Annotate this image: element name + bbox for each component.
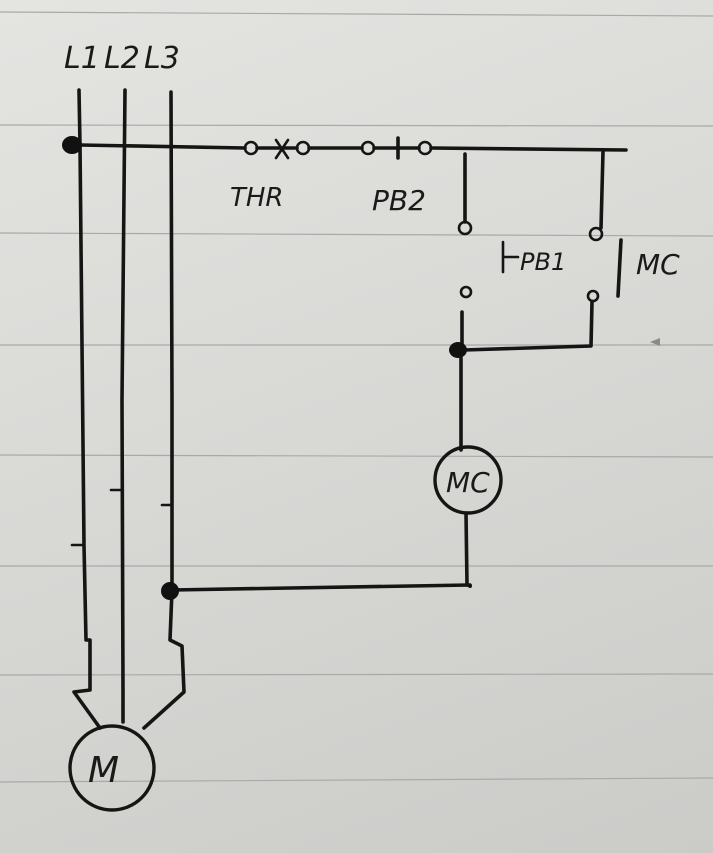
supply-line-l2 [120,88,127,724]
supply-line-l3 [142,90,186,730]
label-start-button: PB1 [520,248,566,276]
supply-lines [70,88,186,730]
margin-arrow-mark [650,338,660,346]
label-contactor-coil: MC [446,466,490,499]
label-aux-contact: MC [636,248,680,281]
ruled-lines [0,11,713,783]
label-thermal-relay: THR [230,183,284,213]
start-button-contact [501,240,520,274]
aux-contact-branch [462,150,623,352]
label-l1: L1 [64,41,100,76]
label-motor: M [88,750,119,791]
coil-lower-wire [464,511,469,587]
junction-dot-mid [449,342,467,358]
supply-line-l1 [72,88,102,730]
start-button-branch [457,152,520,348]
junction-dot-top [62,136,82,154]
contactor-coil [433,445,503,515]
junction-dot-bottom [161,582,179,600]
motor-circle [68,724,156,812]
return-wire [170,583,472,592]
label-l2: L2 [104,41,140,76]
control-top-line [78,136,628,160]
aux-contact-bar [616,238,623,298]
label-stop-button: PB2 [372,184,426,217]
label-l3: L3 [144,41,180,76]
